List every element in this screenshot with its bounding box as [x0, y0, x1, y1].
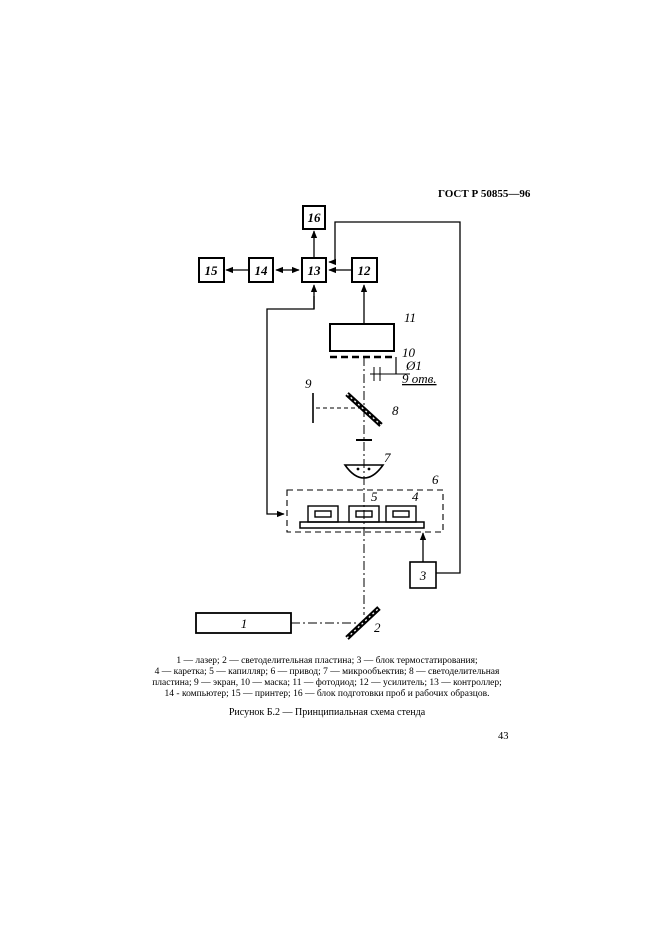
block-3-label: 3: [419, 568, 427, 583]
block-11-photodiode: [329, 323, 395, 352]
block-14-label: 14: [255, 263, 269, 278]
label-5: 5: [371, 489, 378, 504]
link-13-6: [266, 296, 315, 518]
legend-line: 4 — каретка; 5 — капилляр; 6 — привод; 7…: [154, 667, 500, 677]
block-12-label: 12: [358, 263, 372, 278]
block-12-amplifier: 12: [351, 257, 378, 283]
block-16-sample-prep: 16: [302, 205, 326, 230]
legend-line: 14 - компьютер; 15 — принтер; 16 — блок …: [164, 689, 490, 699]
label-holes: 9 отв.: [402, 371, 437, 386]
label-8: 8: [392, 403, 399, 418]
label-2: 2: [374, 620, 381, 635]
drive-6: [286, 489, 444, 533]
block-16-label: 16: [308, 210, 322, 225]
label-6: 6: [432, 472, 439, 487]
block-13-controller: 13: [301, 257, 327, 283]
block-15-label: 15: [205, 263, 219, 278]
beam-splitter-2: [345, 606, 381, 640]
block-3-thermostat: 3: [409, 561, 437, 589]
label-10: 10: [402, 345, 416, 360]
page-number: 43: [498, 731, 509, 742]
capillary-5: [348, 505, 380, 523]
beam-splitter-8: [345, 392, 383, 427]
laser-1: 1: [195, 612, 292, 634]
link-3-13: [328, 221, 461, 574]
legend-line: 1 — лазер; 2 — светоделительная пластина…: [176, 656, 478, 666]
legend-line: пластина; 9 — экран, 10 — маска; 11 — фо…: [152, 678, 502, 688]
label-9: 9: [305, 376, 312, 391]
block-1-label: 1: [241, 616, 248, 631]
micro-objective-7: [343, 464, 385, 479]
label-phi: Ø1: [405, 358, 422, 373]
label-7: 7: [384, 450, 391, 465]
block-15-printer: 15: [198, 257, 225, 283]
figure-legend: 1 — лазер; 2 — светоделительная пластина…: [130, 656, 524, 700]
label-4: 4: [412, 489, 419, 504]
label-11: 11: [404, 310, 416, 325]
standard-header: ГОСТ Р 50855—96: [438, 188, 531, 200]
block-13-label: 13: [308, 263, 322, 278]
figure-caption: Рисунок Б.2 — Принципиальная схема стенд…: [228, 707, 426, 718]
block-14-computer: 14: [248, 257, 274, 283]
